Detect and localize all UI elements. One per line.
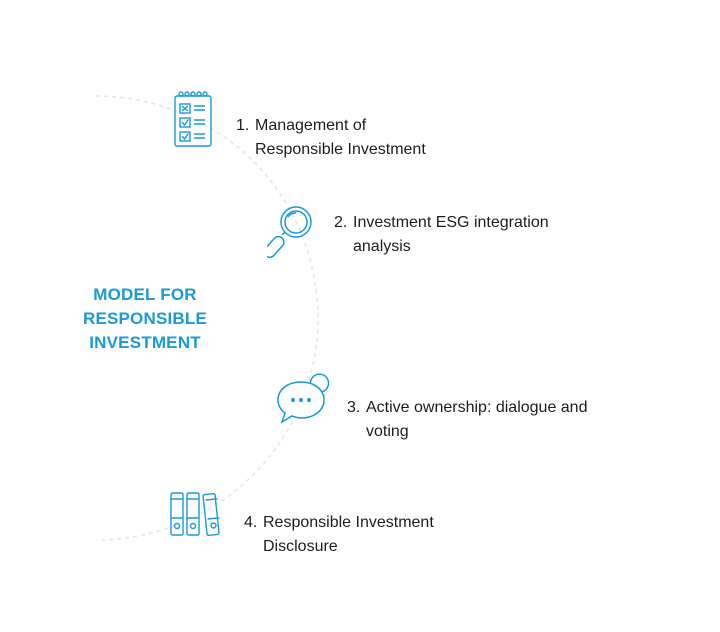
step-2: 2. Investment ESG integration analysis [334, 211, 549, 259]
step-3-number: 3. [347, 399, 361, 416]
step-4-line-2: Disclosure [263, 538, 338, 555]
step-1-number: 1. [236, 117, 250, 134]
checklist-icon [170, 90, 216, 148]
step-2-line-2: analysis [353, 238, 411, 255]
step-4-number: 4. [244, 514, 258, 531]
step-3: 3. Active ownership: dialogue and voting [347, 396, 587, 444]
model-title-line-3: INVESTMENT [89, 333, 201, 352]
step-3-line-2: voting [366, 423, 409, 440]
model-title: MODEL FOR RESPONSIBLE INVESTMENT [60, 283, 230, 355]
step-1-line-2: Responsible Investment [255, 141, 426, 158]
binders-icon [168, 490, 224, 538]
step-4-line-1: Responsible Investment [263, 514, 434, 531]
step-4: 4. Responsible Investment Disclosure [244, 511, 434, 559]
step-1-line-1: Management of [255, 117, 367, 134]
model-title-line-2: RESPONSIBLE [82, 309, 208, 328]
model-title-line-1: MODEL FOR [93, 285, 197, 304]
step-3-line-1: Active ownership: dialogue and [366, 399, 588, 416]
step-2-number: 2. [334, 214, 348, 231]
speech-bubbles-icon [275, 372, 331, 426]
step-1: 1. Management of Responsible Investment [236, 114, 426, 162]
magnifier-icon [267, 204, 319, 262]
step-2-line-1: Investment ESG integration [353, 214, 549, 231]
